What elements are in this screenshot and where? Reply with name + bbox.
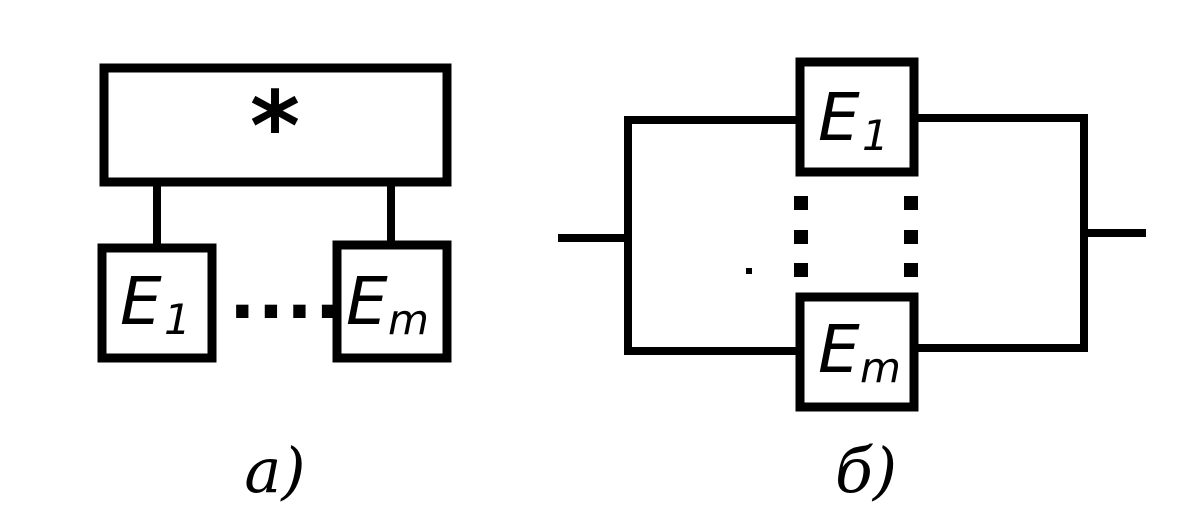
element-box-e1-b (795, 57, 919, 177)
caption-a: a) (244, 434, 305, 507)
element-em-a-letter: E (346, 263, 388, 340)
element-e1-a-index: 1 (164, 295, 191, 344)
element-em-b-letter: E (818, 311, 860, 388)
stray-dot (746, 268, 752, 274)
element-box-em-a (332, 240, 452, 363)
ellipsis-dot (794, 263, 808, 277)
element-box-em-b (795, 292, 919, 412)
caption-b: б) (835, 434, 897, 507)
diagram-a: * E 1 .... E m a) (97, 63, 452, 507)
element-em-b-index: m (860, 343, 901, 392)
ellipsis-dot (904, 230, 918, 244)
element-e1-b-index: 1 (862, 111, 889, 160)
composite-box (99, 63, 452, 187)
composite-box-label: * (250, 71, 300, 183)
element-em-a-index: m (388, 295, 429, 344)
ellipsis-dot (904, 196, 918, 210)
ellipsis-dot (794, 230, 808, 244)
diagram-b: E 1 E m б) (558, 57, 1146, 507)
ellipsis-a: .... (229, 253, 343, 335)
ellipsis-dot (794, 196, 808, 210)
element-box-e1-a (97, 243, 217, 363)
element-e1-b-letter: E (818, 79, 860, 156)
element-e1-a-letter: E (120, 263, 162, 340)
ellipsis-dot (904, 263, 918, 277)
